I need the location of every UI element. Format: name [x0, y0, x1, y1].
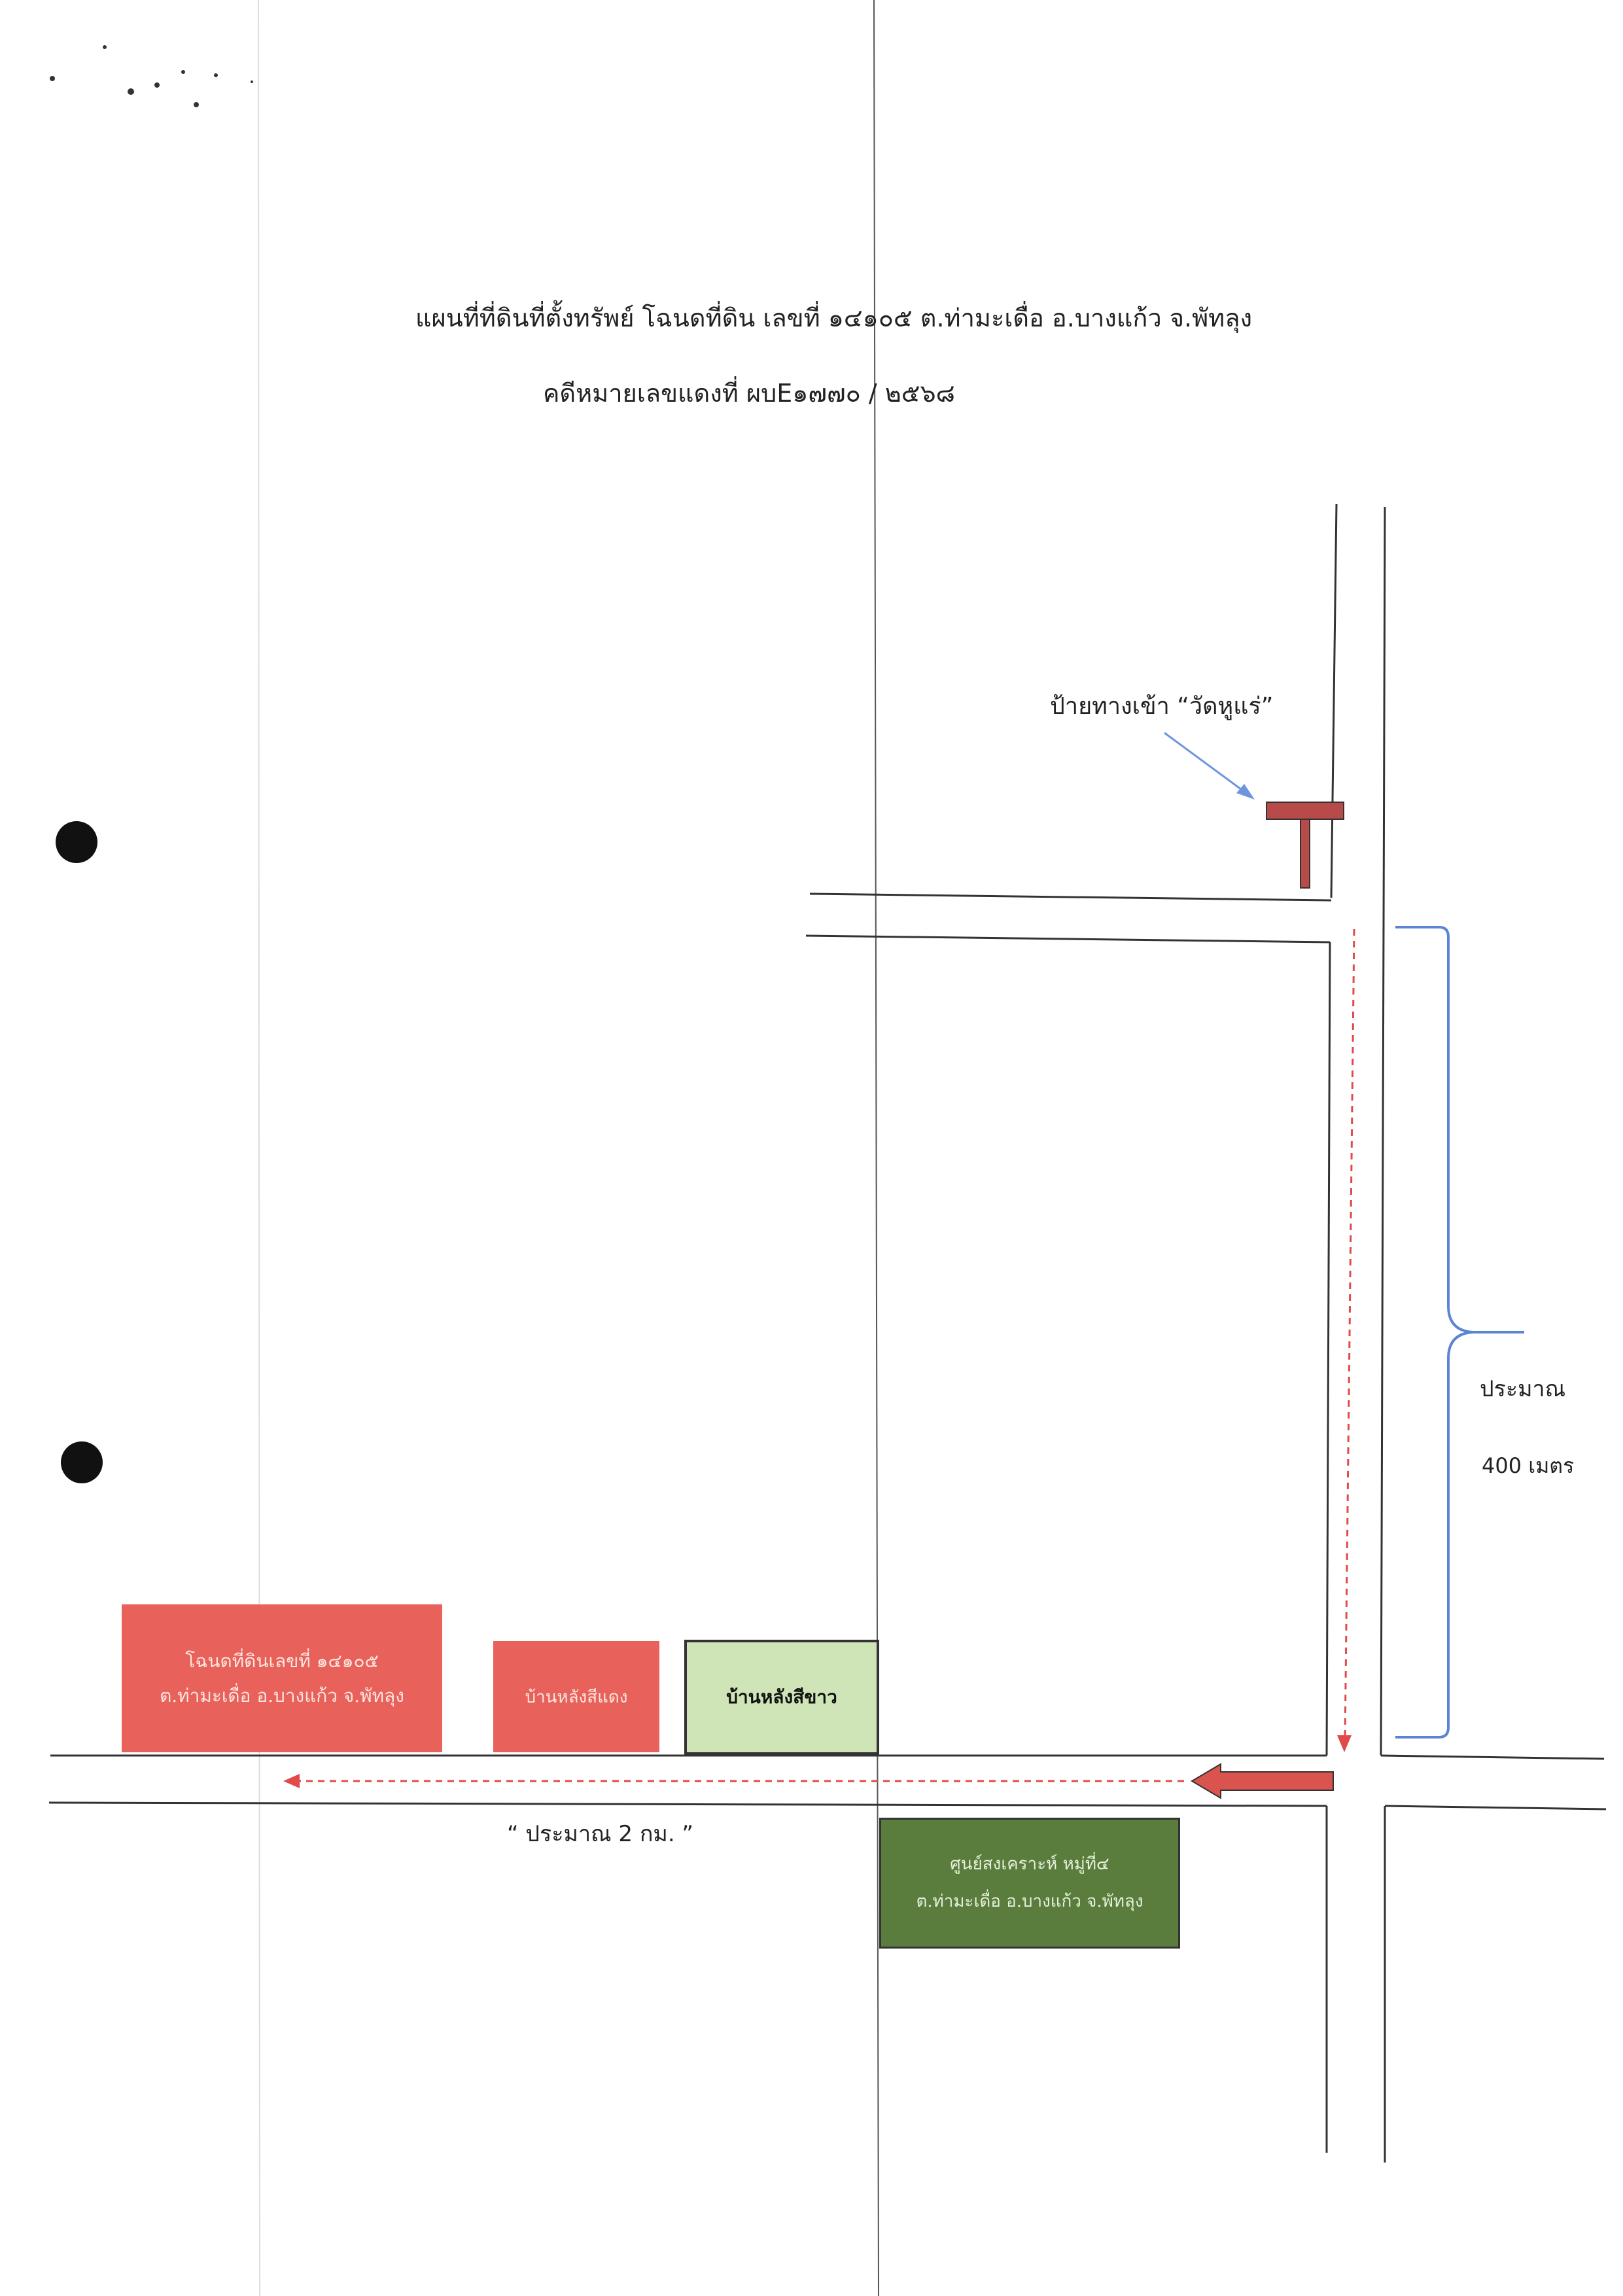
map-title: แผนที่ที่ดินที่ตั้งทรัพย์ โฉนดที่ดิน เลข… [415, 304, 1253, 332]
parcel-line-2: ต.ท่ามะเดื่อ อ.บางแก้ว จ.พัทลุง [160, 1685, 404, 1706]
case-number: คดีหมายเลขแดงที่ ผบE๑๗๗๐ / ๒๕๖๘ [543, 379, 955, 408]
distance-horizontal-label: “ ประมาณ 2 กม. ” [507, 1821, 694, 1847]
route-vertical [1344, 928, 1355, 1741]
temple-sign-post [1300, 819, 1310, 889]
scan-margin-line [258, 0, 260, 2296]
white-roof-house: บ้านหลังสีขาว [684, 1640, 879, 1755]
direction-arrow-icon [1191, 1763, 1334, 1799]
distance-vertical-value: 400 เมตร [1482, 1453, 1575, 1478]
sign-pointer-arrowhead [1236, 784, 1255, 800]
parcel-line-1: โฉนดที่ดินเลขที่ ๑๔๑๐๕ [185, 1650, 379, 1672]
scan-specks [50, 45, 253, 107]
white-house-label: บ้านหลังสีขาว [726, 1686, 837, 1708]
distance-brace-icon [1395, 926, 1524, 1739]
roads [48, 503, 1607, 2163]
land-parcel: โฉนดที่ดินเลขที่ ๑๔๑๐๕ ต.ท่ามะเดื่อ อ.บา… [122, 1604, 442, 1752]
route-horizontal-arrowhead [283, 1774, 300, 1788]
sign-pointer-arrow [1164, 732, 1247, 794]
temple-sign-label: ป้ายทางเข้า “วัดหูแร่” [1050, 693, 1274, 720]
red-house-label: บ้านหลังสีแดง [525, 1687, 628, 1707]
distance-vertical-label: ประมาณ [1480, 1376, 1566, 1402]
route-vertical-arrowhead [1337, 1735, 1352, 1752]
punch-hole [56, 821, 97, 863]
red-roof-house: บ้านหลังสีแดง [493, 1641, 659, 1752]
temple-sign-icon [1266, 802, 1344, 820]
scan-fold-line [873, 0, 879, 2296]
punch-hole [61, 1441, 103, 1483]
center-line-2: ต.ท่ามะเดื่อ อ.บางแก้ว จ.พัทลุง [916, 1892, 1143, 1911]
center-line-1: ศูนย์สงเคราะห์ หมู่ที่๔ [950, 1854, 1109, 1874]
welfare-center: ศูนย์สงเคราะห์ หมู่ที่๔ ต.ท่ามะเดื่อ อ.บ… [879, 1818, 1180, 1949]
